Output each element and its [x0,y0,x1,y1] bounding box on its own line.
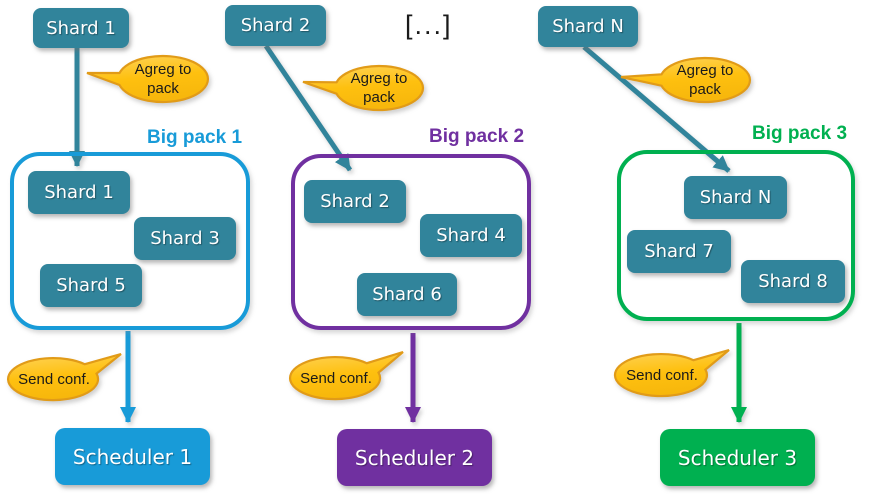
agreg-bubble-shape-3 [620,56,751,104]
pack3-member-shard-n: Shard N [684,176,787,219]
source-shard-n: Shard N [538,6,638,47]
pack1-member-shard-3: Shard 3 [134,217,236,260]
big-pack-3-title: Big pack 3 [752,123,848,144]
agreg-bubble-shape-2 [302,64,425,112]
send-bubble-shape-3 [613,348,730,398]
pack2-member-shard-6: Shard 6 [357,273,457,316]
scheduler-1-node: Scheduler 1 [55,428,210,485]
agreg-bubble-shape-1 [86,54,209,104]
scheduler-2-node: Scheduler 2 [337,429,492,486]
pack1-member-shard-5: Shard 5 [40,264,142,307]
scheduler-3-node: Scheduler 3 [660,429,815,486]
agreg-bubble-label-3: Agreg to pack [676,62,734,98]
send-bubble-shape-2 [288,350,404,401]
ellipsis-label: [...] [405,10,453,40]
source-shard-2: Shard 2 [225,5,326,46]
send-bubble-label-2: Send conf. [300,370,372,387]
shard2-to-pack2-arrow [263,44,353,172]
source-shard-1: Shard 1 [33,8,129,48]
send-bubble-label-3: Send conf. [626,367,698,384]
big-pack-1-title: Big pack 1 [147,127,243,148]
pack3-member-shard-7: Shard 7 [627,230,731,273]
pack1-member-shard-1: Shard 1 [28,171,130,214]
pack2-member-shard-2: Shard 2 [304,180,406,223]
big-pack-1-container [10,152,250,330]
agreg-bubble-label-2: Agreg to pack [350,70,408,106]
big-pack-2-container [291,154,531,330]
big-pack-2-title: Big pack 2 [429,126,525,147]
pack2-member-shard-4: Shard 4 [420,214,522,257]
send-bubble-label-1: Send conf. [18,371,90,388]
big-pack-3-container [617,150,855,321]
send-bubble-shape-1 [6,352,122,402]
agreg-bubble-label-1: Agreg to pack [134,61,192,97]
pack3-member-shard-8: Shard 8 [741,260,845,303]
